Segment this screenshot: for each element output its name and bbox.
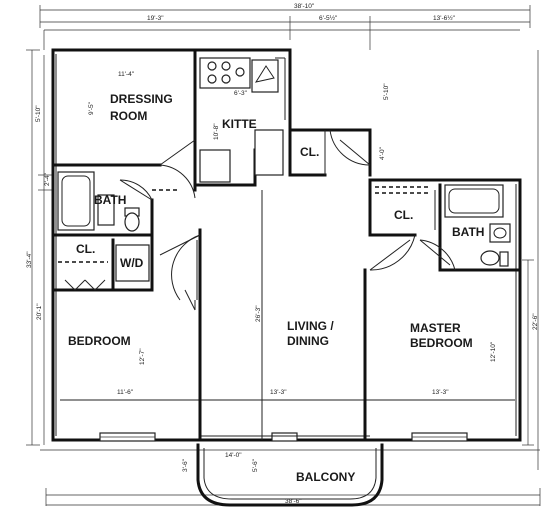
dim-master-depth: 12'-10" (490, 341, 497, 362)
dim-kitchen-depth: 10'-8" (213, 123, 220, 140)
interior-walls (51, 48, 522, 442)
label-dressing-room-2: ROOM (110, 109, 147, 123)
label-closet-master: CL. (394, 208, 413, 222)
label-balcony: BALCONY (296, 470, 355, 484)
dim-closet-depth: 5'-10" (383, 83, 390, 100)
dim-overall-bottom: 38'-6" (285, 498, 302, 505)
label-living-1: LIVING / (287, 319, 334, 333)
label-master-2: BEDROOM (410, 336, 473, 350)
label-bath-left: BATH (94, 193, 126, 207)
dim-living-width: 13'-3" (270, 389, 287, 396)
dim-bedroom-width: 11'-6" (117, 389, 134, 396)
dim-left-overall: 33'-4" (26, 251, 33, 268)
fixtures (57, 57, 511, 282)
dim-dressing-width: 11'-4" (118, 71, 135, 78)
label-bedroom: BEDROOM (68, 334, 131, 348)
label-kitchen: KITTE (222, 117, 257, 131)
dim-master-width: 13'-3" (432, 389, 449, 396)
label-living-2: DINING (287, 334, 329, 348)
dim-dressing-depth: 9'-5" (88, 101, 95, 115)
dim-right-overall: 22'-6" (532, 313, 539, 330)
dim-balcony-width: 14'-0" (225, 452, 242, 459)
label-bath-right: BATH (452, 225, 484, 239)
dim-living-depth: 26'-3" (255, 305, 262, 322)
label-dressing-room-1: DRESSING (110, 92, 173, 106)
label-closet-kitchen: CL. (300, 145, 319, 159)
label-master-1: MASTER (410, 321, 461, 335)
dim-left-small: 2'-4" (44, 172, 51, 186)
dim-top-mid: 6'-5½" (319, 14, 338, 22)
dim-left-top: 5'-10" (35, 105, 42, 122)
dim-kitchen-width: 6'-3" (234, 90, 248, 97)
dim-left-lower: 20'-1" (36, 303, 43, 320)
dim-bedroom-depth: 12'-7" (139, 348, 146, 365)
dim-top-left: 19'-3" (147, 15, 164, 22)
dim-top-right: 13'-6½" (433, 14, 456, 22)
dim-balcony-depth: 3'-6" (182, 458, 189, 472)
dim-overall-top: 38'-10" (294, 3, 315, 10)
dim-closet-small: 4'-0" (379, 146, 386, 160)
label-washer-dryer: W/D (120, 256, 144, 270)
windows (99, 432, 468, 442)
doors (58, 129, 456, 311)
dim-balcony-inner: 5'-6" (252, 458, 259, 472)
dimension-lines (26, 5, 541, 506)
balcony (196, 443, 384, 507)
label-closet-left: CL. (76, 242, 95, 256)
